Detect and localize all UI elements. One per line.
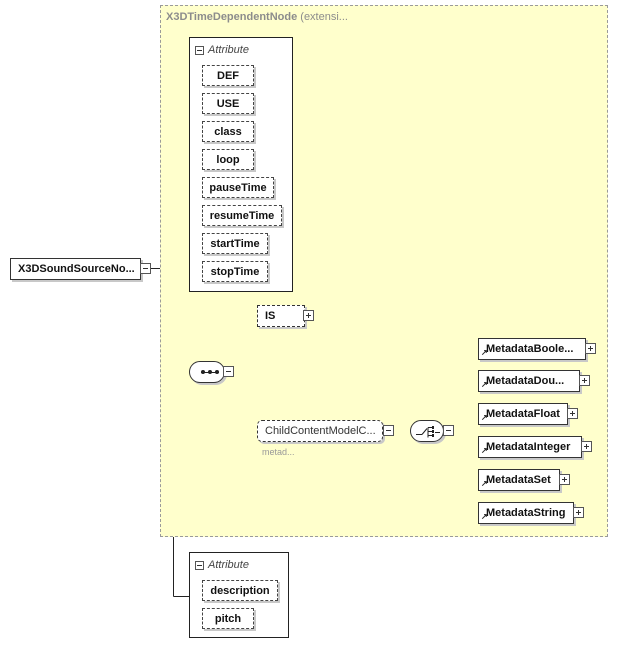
- reference-arrow-icon: ↗: [481, 380, 488, 389]
- collapse-icon[interactable]: [195, 560, 204, 570]
- sequence-icon: [201, 370, 219, 374]
- element-label: MetadataFloat: [486, 408, 560, 420]
- expand-icon[interactable]: [573, 507, 584, 518]
- extension-suffix: (extensi...: [300, 11, 348, 23]
- is-element[interactable]: IS: [257, 305, 305, 327]
- element-metadatastring[interactable]: ↗ MetadataString: [478, 502, 574, 524]
- expand-icon[interactable]: [567, 408, 578, 419]
- attribute-label: resumeTime: [209, 209, 275, 222]
- expand-icon[interactable]: [303, 310, 314, 321]
- element-label: MetadataInteger: [486, 441, 571, 453]
- attribute-use[interactable]: USE: [202, 93, 254, 114]
- attribute-stoptime[interactable]: stopTime: [202, 261, 268, 282]
- choice-compositor[interactable]: [410, 420, 444, 442]
- attribute-label: USE: [216, 97, 240, 110]
- collapse-icon[interactable]: [383, 425, 394, 436]
- element-label: MetadataDou...: [486, 375, 565, 387]
- attribute-group-label: Attribute: [208, 559, 249, 571]
- attribute-def[interactable]: DEF: [202, 65, 254, 86]
- attribute-group-header[interactable]: Attribute: [195, 43, 249, 57]
- collapse-icon[interactable]: [140, 263, 151, 274]
- attribute-label: loop: [216, 153, 240, 166]
- attribute-loop[interactable]: loop: [202, 149, 254, 170]
- attribute-label: class: [214, 125, 242, 138]
- attribute-resumetime[interactable]: resumeTime: [202, 205, 282, 226]
- attribute-label: startTime: [210, 237, 260, 250]
- attribute-label: description: [210, 584, 270, 597]
- collapse-icon[interactable]: [443, 425, 454, 436]
- reference-arrow-icon: ↗: [481, 479, 488, 488]
- attribute-starttime[interactable]: startTime: [202, 233, 268, 254]
- element-metadataset[interactable]: ↗ MetadataSet: [478, 469, 560, 491]
- attribute-label: pauseTime: [209, 181, 267, 194]
- reference-arrow-icon: ↗: [481, 348, 488, 357]
- attribute-label: DEF: [217, 69, 239, 82]
- element-metadatafloat[interactable]: ↗ MetadataFloat: [478, 403, 568, 425]
- root-element-x3dsoundsourcenode[interactable]: X3DSoundSourceNo...: [10, 258, 141, 280]
- extension-title: X3DTimeDependentNode (extensi...: [166, 11, 348, 23]
- sequence-compositor[interactable]: [189, 361, 225, 383]
- child-content-model-note: metad...: [262, 447, 295, 457]
- reference-arrow-icon: ↗: [481, 413, 488, 422]
- attribute-class[interactable]: class: [202, 121, 254, 142]
- extension-type-name[interactable]: X3DTimeDependentNode: [166, 11, 298, 23]
- child-content-model-group[interactable]: ChildContentModelC...: [257, 420, 383, 442]
- element-label: MetadataBoole...: [486, 343, 574, 355]
- element-label: MetadataString: [486, 507, 566, 519]
- root-element-label: X3DSoundSourceNo...: [18, 263, 135, 275]
- attribute-group-header[interactable]: Attribute: [195, 558, 249, 572]
- reference-arrow-icon: ↗: [481, 446, 488, 455]
- attribute-label: pitch: [214, 612, 242, 625]
- element-label: MetadataSet: [486, 474, 551, 486]
- expand-icon[interactable]: [581, 441, 592, 452]
- element-metadatainteger[interactable]: ↗ MetadataInteger: [478, 436, 582, 458]
- attribute-label: stopTime: [210, 265, 260, 278]
- attribute-group-label: Attribute: [208, 44, 249, 56]
- attribute-pausetime[interactable]: pauseTime: [202, 177, 274, 198]
- expand-icon[interactable]: [579, 375, 590, 386]
- attribute-description[interactable]: description: [202, 580, 278, 601]
- reference-arrow-icon: ↗: [481, 512, 488, 521]
- collapse-icon[interactable]: [223, 366, 234, 377]
- choice-icon: [416, 426, 440, 438]
- expand-icon[interactable]: [585, 343, 596, 354]
- attribute-pitch[interactable]: pitch: [202, 608, 254, 629]
- element-metadatadouble[interactable]: ↗ MetadataDou...: [478, 370, 580, 392]
- expand-icon[interactable]: [559, 474, 570, 485]
- child-content-model-label: ChildContentModelC...: [265, 425, 376, 437]
- collapse-icon[interactable]: [195, 45, 204, 55]
- element-metadataboolean[interactable]: ↗ MetadataBoole...: [478, 338, 586, 360]
- is-element-label: IS: [265, 310, 276, 322]
